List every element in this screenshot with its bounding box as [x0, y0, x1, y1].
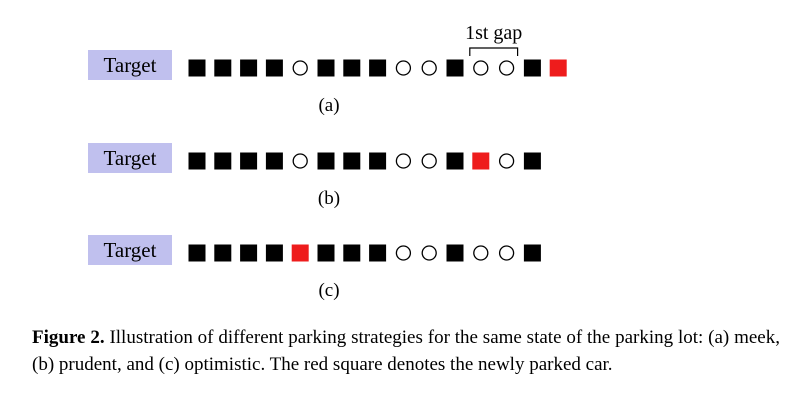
target-box — [88, 50, 172, 80]
parked-car — [369, 152, 387, 170]
caption-text: Illustration of different parking strate… — [32, 327, 780, 375]
target-label: Target — [104, 238, 157, 262]
empty-slot — [473, 245, 489, 261]
empty-slot — [421, 245, 437, 261]
parked-car — [446, 244, 464, 262]
parked-car — [446, 59, 464, 77]
parked-car — [265, 59, 283, 77]
new-parked-car — [291, 244, 309, 262]
parked-car — [523, 244, 541, 262]
parked-car — [343, 152, 361, 170]
target-label: Target — [104, 53, 157, 77]
parked-car — [214, 244, 232, 262]
empty-slot — [292, 153, 308, 169]
target-box — [88, 143, 172, 173]
empty-slot — [292, 60, 308, 76]
parked-car — [369, 59, 387, 77]
empty-slot — [498, 60, 515, 76]
subfigure-label: (b) — [318, 188, 340, 209]
parked-car — [317, 59, 335, 77]
parked-car — [343, 59, 361, 77]
parked-car — [240, 152, 258, 170]
parked-car — [317, 244, 335, 262]
new-parked-car — [472, 152, 490, 170]
parked-car — [214, 152, 232, 170]
parked-car — [188, 152, 206, 170]
parked-car — [369, 244, 387, 262]
empty-slot — [498, 153, 515, 169]
target-box — [88, 235, 172, 265]
subfigure-label: (a) — [318, 95, 339, 116]
figure-number: Figure 2. — [32, 327, 105, 348]
empty-slot — [395, 153, 412, 169]
empty-slot — [395, 60, 412, 76]
parking-strategy-diagram: Target (a) Target (b) Target (c) 1st gap — [88, 22, 567, 301]
parked-car — [188, 59, 206, 77]
parked-car — [317, 152, 335, 170]
new-parked-car — [549, 59, 567, 77]
parked-car — [214, 59, 232, 77]
subfigure-label: (c) — [318, 280, 339, 301]
empty-slot — [421, 153, 437, 169]
parked-car — [343, 244, 361, 262]
empty-slot — [421, 60, 437, 76]
parked-car — [446, 152, 464, 170]
empty-slot — [395, 245, 412, 261]
parked-car — [188, 244, 206, 262]
parked-car — [240, 244, 258, 262]
parked-car — [265, 244, 283, 262]
parked-car — [240, 59, 258, 77]
gap-label: 1st gap — [465, 22, 522, 44]
parked-car — [265, 152, 283, 170]
empty-slot — [473, 60, 489, 76]
empty-slot — [498, 245, 515, 261]
parked-car — [523, 59, 541, 77]
target-label: Target — [104, 146, 157, 170]
gap-bracket — [469, 47, 519, 56]
parked-car — [523, 152, 541, 170]
figure-caption: Figure 2. Illustration of different park… — [32, 324, 780, 378]
